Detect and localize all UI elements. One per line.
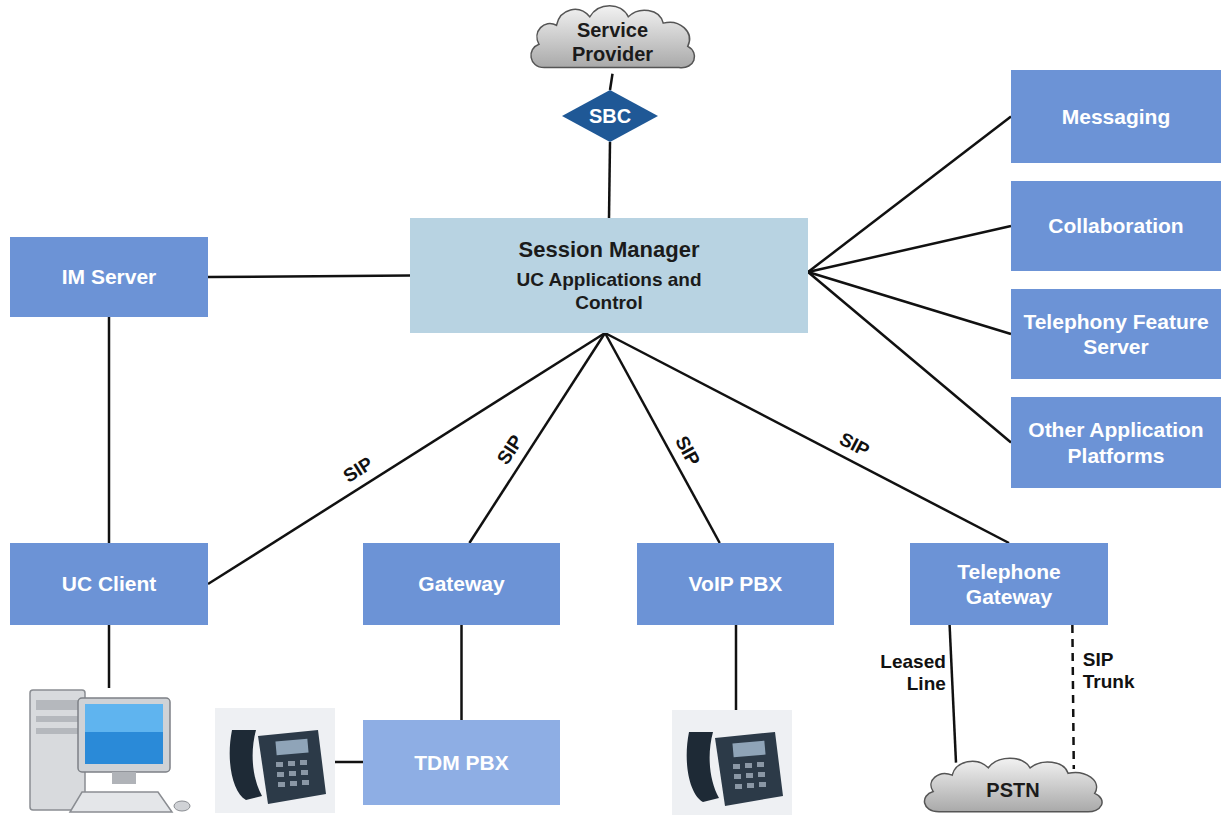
cloud-node: Service Provider [525,2,700,76]
process-box: Telephone Gateway [910,543,1108,625]
diamond-shape [562,90,658,142]
cloud-shape [924,758,1102,812]
process-box: Collaboration [1011,181,1221,271]
edge-label: SIP [338,452,379,489]
node-title: TDM PBX [414,750,509,775]
connector-line [108,317,111,543]
connector-line [808,272,1011,442]
connector-line [605,333,1009,543]
connector-line [609,142,610,218]
process-box: TDM PBX [363,720,560,805]
node-title: Telephone Gateway [922,559,1096,609]
phone-icon [215,708,335,813]
node-title: Other Application Platforms [1023,417,1209,467]
process-box: VoIP PBX [637,543,834,625]
edge-label: SIP [834,427,875,462]
cloud-shape [531,6,695,68]
edge-label: SIP Trunk [1081,649,1155,693]
device-wire [735,625,738,712]
connector-line [808,272,1011,334]
decision-diamond: SBC [562,90,658,142]
connector-line [808,226,1011,272]
device-wire [108,625,111,688]
node-title: Service Provider [547,18,678,66]
edge-label: SIP [491,430,528,471]
process-box: UC Client [10,543,208,625]
edge-label: SIP [670,431,706,472]
process-box: Messaging [1011,70,1221,163]
connector-line [808,117,1011,273]
node-title: UC Client [62,571,157,596]
node-title: Collaboration [1048,213,1183,238]
node-title: IM Server [62,264,157,289]
connector-line [460,625,463,720]
node-title: Session Manager [519,237,700,263]
cloud-node: PSTN [918,755,1108,819]
connector-line [208,276,410,278]
connector-line [950,625,956,763]
node-title: Messaging [1062,104,1171,129]
computer-icon [30,690,190,812]
process-box: Gateway [363,543,560,625]
connector-line [605,333,720,543]
process-box: Telephony Feature Server [1011,289,1221,379]
node-title: PSTN [986,778,1039,802]
connector-line [610,74,613,90]
node-subtitle: UC Applications and Control [484,269,734,315]
phone-icon [672,710,792,815]
node-title: Telephony Feature Server [1023,309,1209,359]
node-title: Gateway [418,571,504,596]
process-box: Session Manager UC Applications and Contr… [410,218,808,333]
process-box: Other Application Platforms [1011,397,1221,488]
node-title: SBC [589,104,631,128]
dashed-connector [1072,625,1073,769]
edge-label: Leased Line [874,651,948,695]
node-title: VoIP PBX [689,571,783,596]
connector-line [469,333,605,543]
process-box: IM Server [10,237,208,317]
